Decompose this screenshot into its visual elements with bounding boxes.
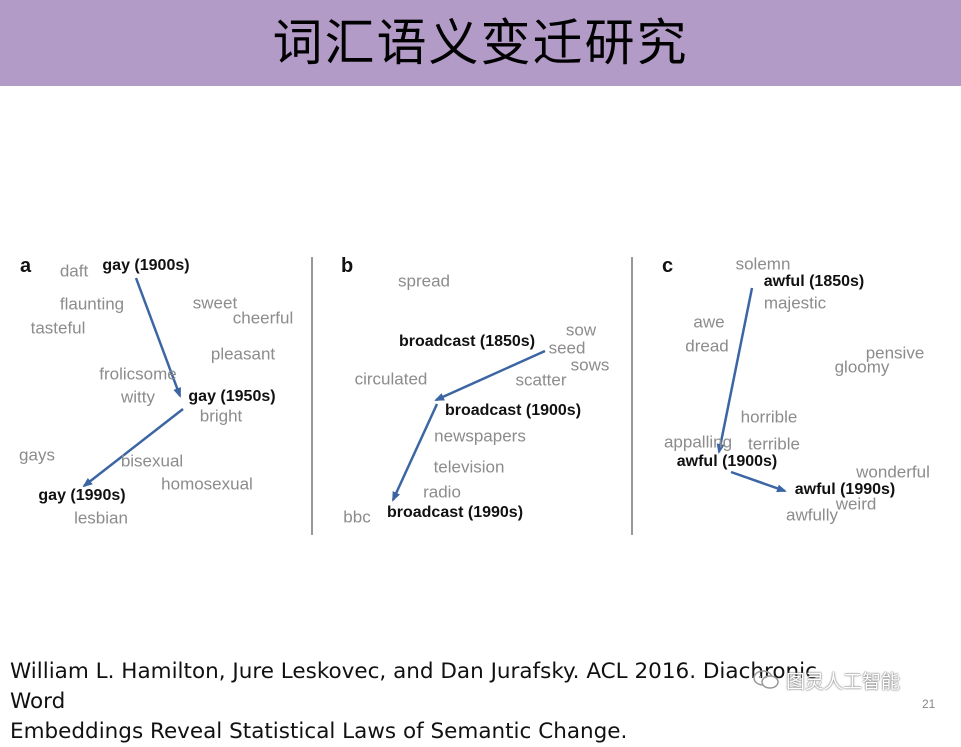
shift-arrow-a-2	[82, 408, 184, 488]
target-word-b-7: broadcast (1900s)	[445, 402, 581, 419]
watermark-text: 图灵人工智能	[786, 670, 901, 693]
neighbor-word-b-4: sows	[571, 355, 610, 374]
neighbor-word-b-6: scatter	[515, 370, 566, 389]
shift-arrow-a-1	[134, 277, 182, 398]
citation-line-2: Embeddings Reveal Statistical Laws of Se…	[10, 719, 628, 744]
neighbor-word-a-3: sweet	[193, 293, 238, 312]
shift-arrow-b-1	[434, 349, 546, 402]
target-word-a-14: gay (1990s)	[38, 487, 125, 504]
neighbor-word-a-5: tasteful	[31, 318, 86, 337]
neighbor-word-c-11: wonderful	[855, 462, 930, 481]
neighbor-word-c-3: awe	[693, 312, 724, 331]
neighbor-word-c-7: horrible	[741, 407, 798, 426]
shift-arrow-b-2	[391, 403, 439, 502]
target-word-b-12: broadcast (1990s)	[387, 504, 523, 521]
neighbor-word-b-10: radio	[423, 482, 461, 501]
watermark: 图灵人工智能	[752, 668, 901, 693]
neighbor-word-a-10: bright	[200, 406, 243, 425]
neighbor-word-c-6: gloomy	[835, 357, 890, 376]
title-bar	[0, 0, 961, 86]
target-word-a-0: gay (1900s)	[102, 257, 189, 274]
neighbor-word-b-8: newspapers	[434, 426, 526, 445]
target-word-c-10: awful (1900s)	[677, 453, 777, 470]
wechat-icon	[753, 670, 779, 689]
neighbor-word-a-12: bisexual	[121, 451, 183, 470]
neighbor-word-a-2: flaunting	[60, 294, 124, 313]
page-number: 21	[922, 697, 936, 711]
shift-arrow-c-1	[716, 287, 754, 454]
panel-letter-a: a	[20, 255, 32, 277]
neighbor-word-c-5: pensive	[866, 343, 925, 362]
neighbor-word-b-5: circulated	[355, 369, 428, 388]
citation: William L. Hamilton, Jure Leskovec, and …	[10, 657, 870, 747]
neighbor-word-a-15: lesbian	[74, 508, 128, 527]
shift-arrow-c-2	[730, 470, 787, 493]
neighbor-word-b-9: television	[434, 457, 505, 476]
neighbor-word-a-13: homosexual	[161, 474, 253, 493]
neighbor-word-a-8: witty	[120, 387, 156, 406]
neighbor-word-c-9: terrible	[748, 434, 800, 453]
neighbor-word-b-1: sow	[566, 320, 597, 339]
neighbor-word-a-7: frolicsome	[99, 364, 176, 383]
slide-title: 词汇语义变迁研究	[272, 14, 689, 72]
neighbor-word-a-6: pleasant	[211, 344, 276, 363]
target-word-c-12: awful (1990s)	[795, 481, 895, 498]
neighbor-word-c-0: solemn	[736, 254, 791, 273]
neighbor-word-b-3: seed	[549, 338, 586, 357]
panel-letter-c: c	[662, 255, 673, 277]
target-word-b-2: broadcast (1850s)	[399, 333, 535, 350]
neighbor-word-a-11: gays	[19, 445, 55, 464]
neighbor-word-b-11: bbc	[343, 507, 371, 526]
target-word-a-9: gay (1950s)	[188, 388, 275, 405]
target-word-c-1: awful (1850s)	[764, 273, 864, 290]
neighbor-word-c-8: appalling	[664, 432, 732, 451]
neighbor-word-c-4: dread	[685, 336, 728, 355]
neighbor-word-b-0: spread	[398, 271, 450, 290]
neighbor-word-c-13: weird	[835, 494, 877, 513]
citation-line-1: William L. Hamilton, Jure Leskovec, and …	[10, 659, 817, 714]
neighbor-word-c-14: awfully	[786, 505, 838, 524]
panel-letter-b: b	[341, 255, 353, 277]
neighbor-word-a-4: cheerful	[233, 308, 293, 327]
neighbor-word-a-1: daft	[60, 261, 89, 280]
neighbor-word-c-2: majestic	[764, 293, 827, 312]
